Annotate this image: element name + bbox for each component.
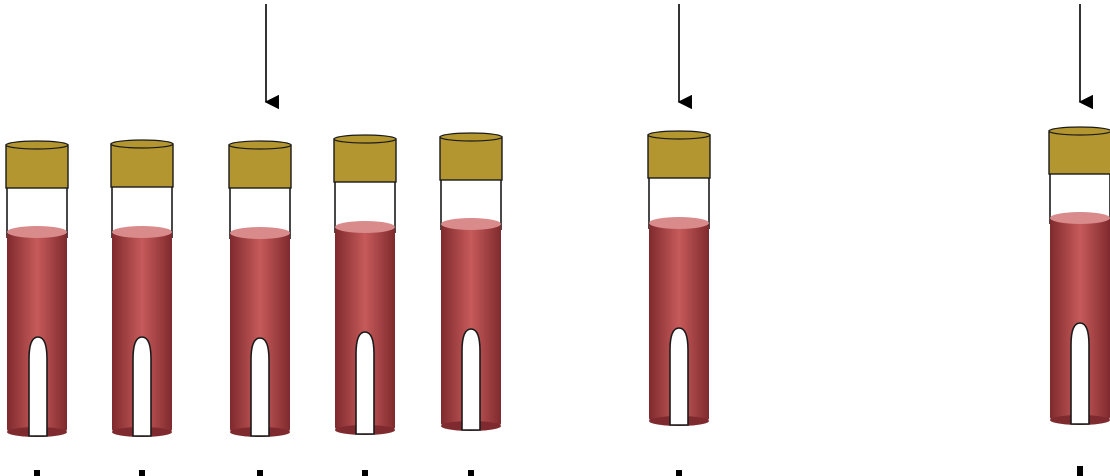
arrows-layer	[266, 4, 1080, 102]
tube-3	[229, 141, 291, 437]
liquid-surface	[7, 226, 67, 238]
tube-cap	[6, 145, 68, 188]
white-insert	[29, 337, 47, 436]
tube-cap	[229, 145, 291, 188]
tube-5	[440, 133, 502, 431]
tube-tick-mark	[139, 470, 145, 476]
white-insert	[462, 329, 480, 430]
tube-1	[6, 141, 68, 437]
white-insert	[670, 328, 688, 425]
tube-cap-top	[111, 140, 173, 148]
tube-cap-top	[334, 135, 396, 143]
tube-tick-mark	[1077, 466, 1083, 476]
tube-cap-top	[6, 141, 68, 149]
white-insert	[133, 337, 151, 436]
liquid-surface	[112, 226, 172, 238]
white-insert	[356, 332, 374, 434]
tube-cap	[334, 139, 396, 182]
tube-tick-mark	[34, 470, 40, 476]
tube-4	[334, 135, 396, 435]
tick-marks-layer	[34, 466, 1083, 476]
tube-cap-top	[648, 131, 710, 139]
tube-cap	[440, 137, 502, 180]
liquid-surface	[1050, 212, 1110, 224]
tube-tick-mark	[362, 470, 368, 476]
tube-cap	[648, 135, 710, 178]
tube-cap	[111, 144, 173, 187]
liquid-surface	[230, 227, 290, 239]
liquid-surface	[335, 221, 395, 233]
white-insert	[251, 338, 269, 436]
tube-cap-top	[1049, 127, 1110, 135]
liquid-surface	[649, 217, 709, 229]
tube-tick-mark	[468, 470, 474, 476]
tubes-layer	[6, 127, 1110, 437]
tube-cap	[1049, 131, 1110, 174]
tube-tick-mark	[257, 470, 263, 476]
white-insert	[1071, 323, 1089, 424]
liquid-surface	[441, 218, 501, 230]
tube-tick-mark	[676, 470, 682, 476]
tube-2	[111, 140, 173, 437]
tube-cap-top	[440, 133, 502, 141]
tube-7	[1049, 127, 1110, 425]
tube-6	[648, 131, 710, 426]
tube-cap-top	[229, 141, 291, 149]
